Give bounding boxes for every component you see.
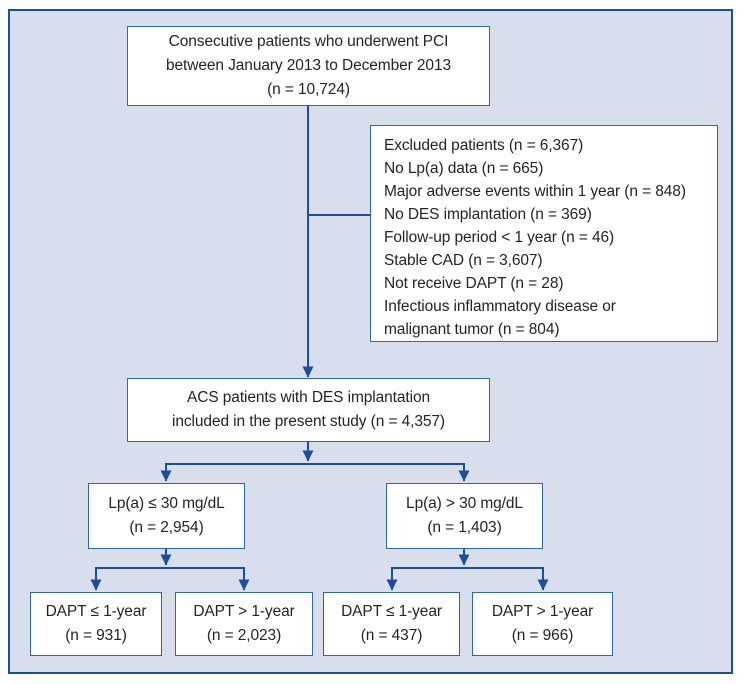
box-text-line: No DES implantation (n = 369) — [384, 206, 592, 223]
box-text-line: (n = 1,403) — [427, 519, 502, 536]
box-text-line: No Lp(a) data (n = 665) — [384, 160, 544, 177]
box-text-line: (n = 437) — [360, 627, 423, 644]
box-lpa-le-30: Lp(a) ≤ 30 mg/dL (n = 2,954) — [88, 483, 245, 549]
box-text-line: Major adverse events within 1 year (n = … — [384, 183, 686, 200]
box-text-line: Lp(a) ≤ 30 mg/dL — [108, 495, 225, 512]
box-dapt-le-1year-lpa-gt: DAPT ≤ 1-year (n = 437) — [323, 592, 460, 656]
box-consecutive-patients: Consecutive patients who underwent PCI b… — [127, 26, 490, 106]
box-text-line: Stable CAD (n = 3,607) — [384, 252, 543, 269]
box-text-line: Not receive DAPT (n = 28) — [384, 275, 564, 292]
box-text-line: DAPT > 1-year — [491, 603, 594, 620]
box-text-line: between January 2013 to December 2013 — [166, 57, 451, 74]
box-text-line: Consecutive patients who underwent PCI — [168, 33, 449, 50]
box-dapt-le-1year-lpa-le: DAPT ≤ 1-year (n = 931) — [30, 592, 162, 656]
box-text-line: (n = 966) — [511, 627, 574, 644]
box-text-line: ACS patients with DES implantation — [187, 389, 430, 406]
box-text-line: Follow-up period < 1 year (n = 46) — [384, 229, 615, 246]
box-lpa-gt-30: Lp(a) > 30 mg/dL (n = 1,403) — [386, 483, 543, 549]
box-text-line: Lp(a) > 30 mg/dL — [406, 495, 523, 512]
box-text-line: included in the present study (n = 4,357… — [172, 413, 445, 430]
box-text-line: DAPT ≤ 1-year — [341, 603, 442, 620]
box-text-line: (n = 931) — [65, 627, 127, 644]
box-text-line: (n = 10,724) — [267, 81, 350, 98]
box-text-line: Infectious inflammatory disease or — [384, 298, 616, 315]
box-text-line: DAPT > 1-year — [193, 603, 295, 620]
box-text-line: malignant tumor (n = 804) — [384, 321, 560, 338]
box-acs-included: ACS patients with DES implantation inclu… — [127, 378, 490, 442]
box-dapt-gt-1year-lpa-gt: DAPT > 1-year (n = 966) — [472, 592, 613, 656]
box-excluded-patients: Excluded patients (n = 6,367) No Lp(a) d… — [370, 125, 718, 342]
box-text-line: DAPT ≤ 1-year — [45, 603, 147, 620]
box-text-line: (n = 2,954) — [129, 519, 204, 536]
box-text-line: Excluded patients (n = 6,367) — [384, 137, 584, 154]
box-text-line: (n = 2,023) — [206, 627, 282, 644]
box-dapt-gt-1year-lpa-le: DAPT > 1-year (n = 2,023) — [175, 592, 313, 656]
